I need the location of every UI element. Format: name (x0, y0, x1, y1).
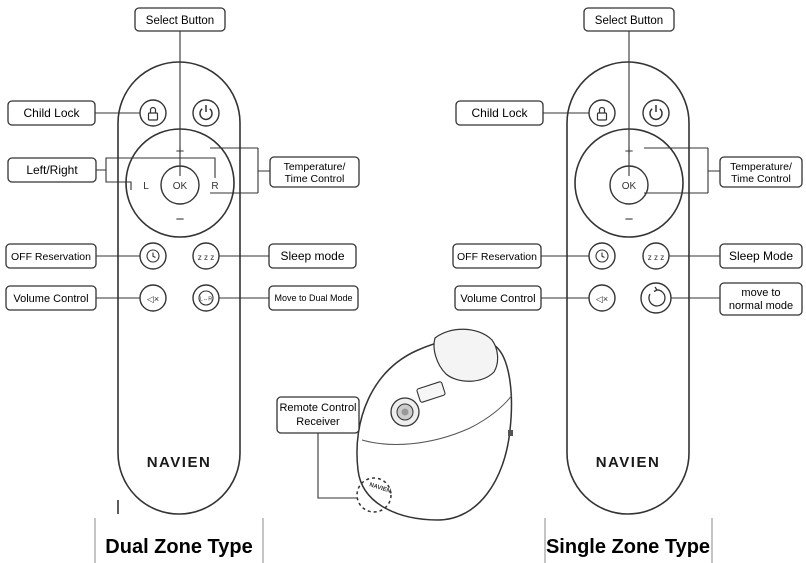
power-icon (199, 105, 213, 121)
dual-zone-remote: OK L R + − z z z ◁× L↔R NAVIEN (5, 7, 360, 563)
power-icon (649, 105, 663, 121)
lock-icon (147, 106, 159, 121)
callout-select-button: Select Button (146, 15, 214, 27)
dpad-down-label: − (625, 211, 634, 228)
receiver-label-line2: Receiver (296, 416, 340, 428)
callout-move-to-normal-line2: normal mode (729, 300, 793, 312)
receiver-unit: NAVIEN Remote Control Receiver (276, 328, 513, 521)
dpad-left-label: L (143, 181, 149, 192)
dpad-down-label: − (176, 211, 185, 228)
single-zone-type-label: Single Zone Type (546, 536, 710, 558)
callout-move-to-normal-line1: move to (741, 287, 780, 299)
single-callout-lines (541, 31, 720, 299)
single-zone-remote: OK + − z z z ◁× NAVIEN (452, 7, 803, 563)
dpad-right-label: R (211, 181, 218, 192)
zzz-icon: z z z (648, 253, 664, 262)
callout-child-lock: Child Lock (23, 106, 80, 120)
callout-volume-control: Volume Control (13, 293, 88, 305)
dual-zone-type-label: Dual Zone Type (105, 536, 252, 558)
receiver-window-highlight (356, 477, 392, 513)
clock-icon (146, 249, 160, 263)
callout-child-lock: Child Lock (471, 106, 528, 120)
callout-temperature-line2: Time Control (731, 173, 791, 185)
callout-off-reservation: OFF Reservation (11, 251, 91, 263)
callout-move-to-dual-mode: Move to Dual Mode (274, 293, 352, 303)
receiver-label-line1: Remote Control (279, 402, 356, 414)
speaker-mute-icon: ◁× (147, 294, 159, 304)
callout-temperature-line2: Time Control (285, 173, 345, 185)
power-button[interactable] (642, 99, 670, 127)
callout-temperature-line1: Temperature/ (730, 161, 792, 173)
lock-icon (596, 106, 608, 121)
speaker-mute-icon: ◁× (596, 294, 608, 304)
dual-callout-lines (95, 31, 270, 299)
callout-sleep-mode: Sleep Mode (729, 249, 793, 263)
power-button[interactable] (192, 99, 220, 127)
brand-logo: NAVIEN (147, 454, 212, 471)
callout-left-right: Left/Right (26, 163, 78, 177)
brand-logo: NAVIEN (596, 454, 661, 471)
dual-mode-glyph: L↔R (200, 297, 213, 303)
callout-volume-control: Volume Control (460, 293, 535, 305)
clock-icon (595, 249, 609, 263)
rotate-icon (648, 286, 666, 307)
callout-off-reservation: OFF Reservation (457, 251, 537, 263)
ok-label: OK (622, 181, 637, 192)
callout-sleep-mode: Sleep mode (280, 249, 344, 263)
zzz-icon: z z z (198, 253, 214, 262)
unit-body (356, 337, 513, 521)
callout-select-button: Select Button (595, 15, 663, 27)
callout-temperature-line1: Temperature/ (284, 161, 346, 173)
ok-label: OK (173, 181, 188, 192)
dual-mode-icon (198, 290, 214, 306)
